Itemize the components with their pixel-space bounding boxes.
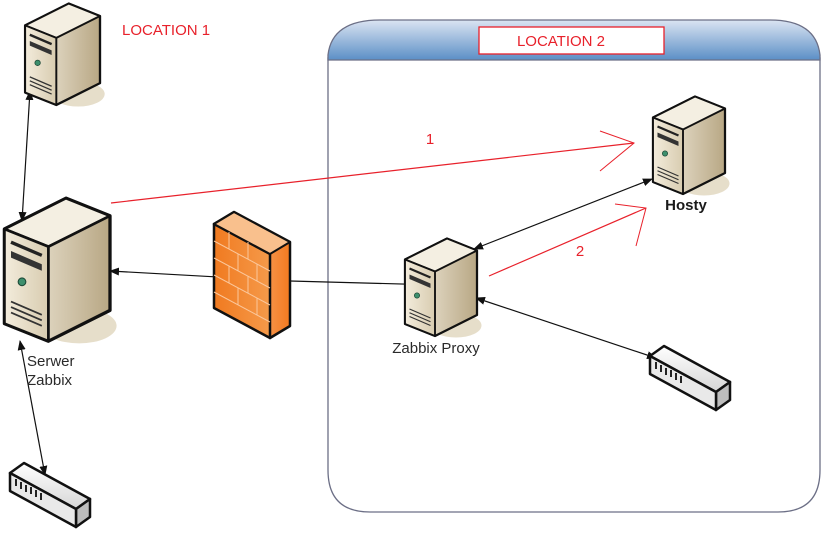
- location-2-label-box: [478, 26, 665, 55]
- left-switch-icon: [8, 461, 92, 529]
- top-server-icon: [23, 2, 106, 108]
- zabbix-proxy-label: Zabbix Proxy: [392, 340, 480, 357]
- flow-1-label: 1: [426, 131, 434, 148]
- link-zabbix-server-to-left-switch: [17, 340, 48, 476]
- zabbix-server-label-line1: Serwer: [27, 353, 75, 370]
- zabbix-server-icon: [2, 196, 119, 346]
- zabbix-server-label-line2: Zabbix: [27, 372, 73, 389]
- zabbix-proxy-icon: [403, 237, 483, 339]
- firewall-icon: [212, 210, 292, 340]
- flow-2-label: 2: [576, 243, 584, 260]
- link-top-server-to-zabbix-server: [18, 90, 34, 222]
- hosty-server-icon: [651, 95, 731, 197]
- link-proxy-to-hosty: [473, 178, 653, 250]
- location-2-container: LOCATION 2: [327, 19, 821, 513]
- connections: [17, 90, 657, 476]
- flow-2-arrow: [488, 203, 647, 277]
- link-proxy-to-right-switch: [475, 297, 657, 359]
- location-1-label: LOCATION 1: [122, 22, 210, 39]
- hosty-label: Hosty: [665, 197, 707, 214]
- location-2-label: LOCATION 2: [517, 33, 605, 50]
- flow-1-arrow: [110, 130, 636, 204]
